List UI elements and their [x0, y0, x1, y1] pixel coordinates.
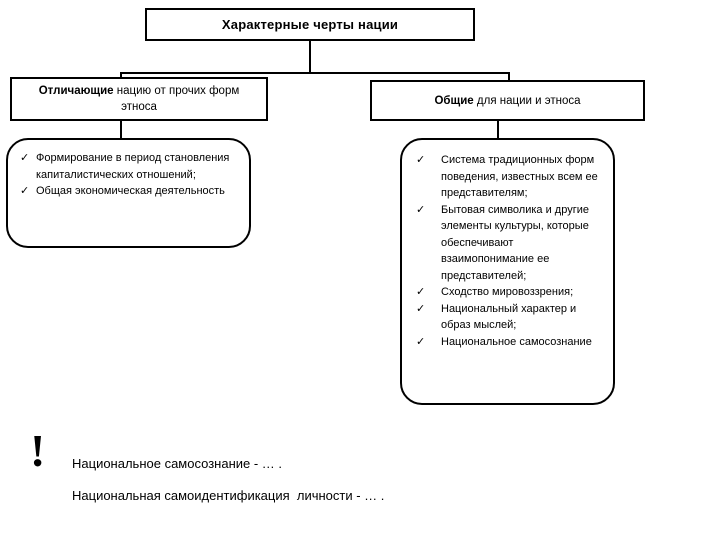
check-icon: ✓ — [416, 203, 426, 216]
branch-head-right: Общие для нации и этноса — [370, 80, 645, 121]
branch-head-left-bold: Отличающие — [38, 85, 114, 97]
connector-drop-right — [508, 72, 510, 82]
title-text: Характерные черты нации — [221, 17, 399, 32]
list-item-text: Сходство мировоззрения; — [441, 286, 574, 298]
check-icon: ✓ — [416, 335, 426, 348]
checklist-left: ✓ Формирование в период становления капи… — [20, 150, 237, 200]
connector-branch-bar — [120, 72, 510, 74]
check-icon: ✓ — [416, 154, 426, 166]
title-box: Характерные черты нации — [145, 8, 475, 41]
list-item-text: Система традиционных форм поведения, изв… — [441, 154, 598, 199]
branch-head-left-text: Отличающие нацию от прочих форм этноса — [20, 83, 258, 115]
check-icon: ✓ — [20, 152, 30, 164]
connector-right-head-to-panel — [497, 121, 499, 140]
branch-panel-right: ✓ Система традиционных форм поведения, и… — [400, 138, 615, 405]
branch-head-left: Отличающие нацию от прочих форм этноса — [10, 77, 268, 121]
connector-left-head-to-panel — [120, 121, 122, 140]
list-item: ✓ Национальное самосознание — [416, 334, 603, 351]
footnote-block: Национальное самосознание - … . Национал… — [72, 448, 672, 512]
list-item: ✓ Национальный характер и образ мыслей; — [416, 301, 603, 334]
list-item: ✓ Формирование в период становления капи… — [20, 150, 237, 183]
check-icon: ✓ — [416, 302, 426, 315]
list-item-text: Бытовая символика и другие элементы куль… — [441, 203, 589, 282]
list-item: ✓ Бытовая символика и другие элементы ку… — [416, 202, 603, 285]
list-item: ✓ Система традиционных форм поведения, и… — [416, 152, 603, 202]
exclamation-mark-icon: ! — [30, 425, 46, 476]
list-item-text: Национальный характер и образ мыслей; — [441, 302, 577, 332]
connector-drop-left — [120, 72, 122, 79]
branch-head-right-rest: для нации и этноса — [473, 94, 581, 107]
checklist-right: ✓ Система традиционных форм поведения, и… — [416, 152, 603, 350]
branch-panel-left: ✓ Формирование в период становления капи… — [6, 138, 251, 248]
list-item-text: Национальное самосознание — [441, 335, 592, 348]
branch-head-left-rest: нацию от прочих форм этноса — [113, 85, 240, 113]
footnote-line: Национальная самоидентификация личности … — [72, 488, 385, 503]
list-item-text: Формирование в период становления капита… — [36, 152, 230, 181]
check-icon: ✓ — [20, 185, 30, 197]
list-item: ✓ Сходство мировоззрения; — [416, 284, 603, 301]
branch-head-right-bold: Общие — [434, 94, 474, 107]
connector-title-stem — [309, 41, 311, 74]
list-item: ✓ Общая экономическая деятельность — [20, 183, 237, 200]
list-item-text: Общая экономическая деятельность — [36, 185, 225, 197]
footnote-line: Национальное самосознание - … . — [72, 456, 283, 471]
branch-head-right-text: Общие для нации и этноса — [434, 93, 580, 109]
check-icon: ✓ — [416, 286, 426, 298]
